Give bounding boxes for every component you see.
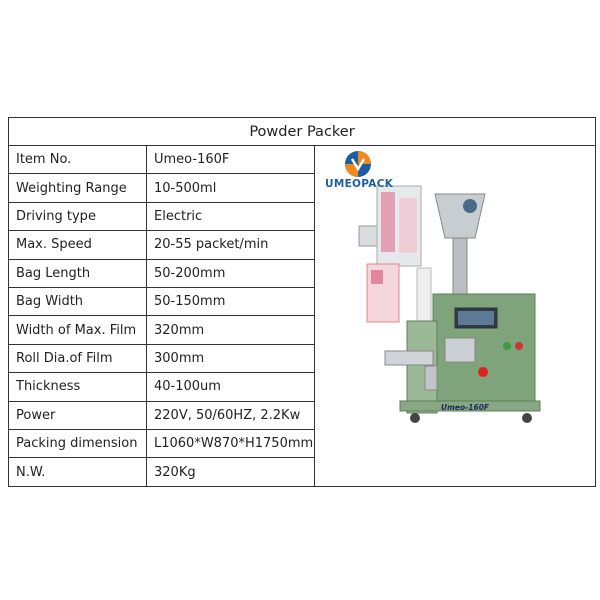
- row-value: Umeo-160F: [146, 144, 315, 175]
- table-row: Item No. Umeo-160F: [8, 144, 596, 487]
- row-value: Electric: [146, 201, 315, 232]
- row-label: Driving type: [8, 201, 147, 232]
- umeopack-logo-icon: [345, 151, 371, 177]
- image-caption: Umeo-160F: [441, 403, 490, 412]
- row-label: Thickness: [8, 372, 147, 402]
- row-value: 320Kg: [146, 457, 315, 487]
- row-label: Weighting Range: [8, 173, 147, 203]
- row-label: Bag Width: [8, 287, 147, 317]
- row-value: 50-200mm: [146, 258, 315, 289]
- row-label: Power: [8, 400, 147, 431]
- product-image: UMEOPACK Umeo-160F: [316, 147, 567, 486]
- row-label: N.W.: [8, 457, 147, 487]
- row-value: 300mm: [146, 343, 315, 374]
- row-value: 220V, 50/60HZ, 2.2Kw: [146, 400, 315, 431]
- packing-machine-illustration: [345, 151, 541, 423]
- spec-table: Powder Packer Item No. Umeo-160F: [8, 117, 596, 487]
- title-row: Powder Packer: [8, 117, 596, 146]
- row-label: Packing dimension: [8, 429, 147, 459]
- row-value: 320mm: [146, 315, 315, 345]
- row-value: 40-100um: [146, 372, 315, 402]
- row-label: Item No.: [8, 144, 147, 175]
- row-label: Max. Speed: [8, 230, 147, 260]
- row-value: L1060*W870*H1750mm: [146, 429, 315, 459]
- table-title: Powder Packer: [8, 117, 596, 146]
- row-value: 50-150mm: [146, 287, 315, 317]
- row-label: Bag Length: [8, 258, 147, 289]
- row-value: 20-55 packet/min: [146, 230, 315, 260]
- product-image-cell: UMEOPACK Umeo-160F: [314, 145, 596, 487]
- table-row: N.W.320Kg: [8, 457, 596, 487]
- logo-text: UMEOPACK: [325, 178, 394, 190]
- row-value: 10-500ml: [146, 173, 315, 203]
- row-label: Width of Max. Film: [8, 315, 147, 345]
- row-label: Roll Dia.of Film: [8, 343, 147, 374]
